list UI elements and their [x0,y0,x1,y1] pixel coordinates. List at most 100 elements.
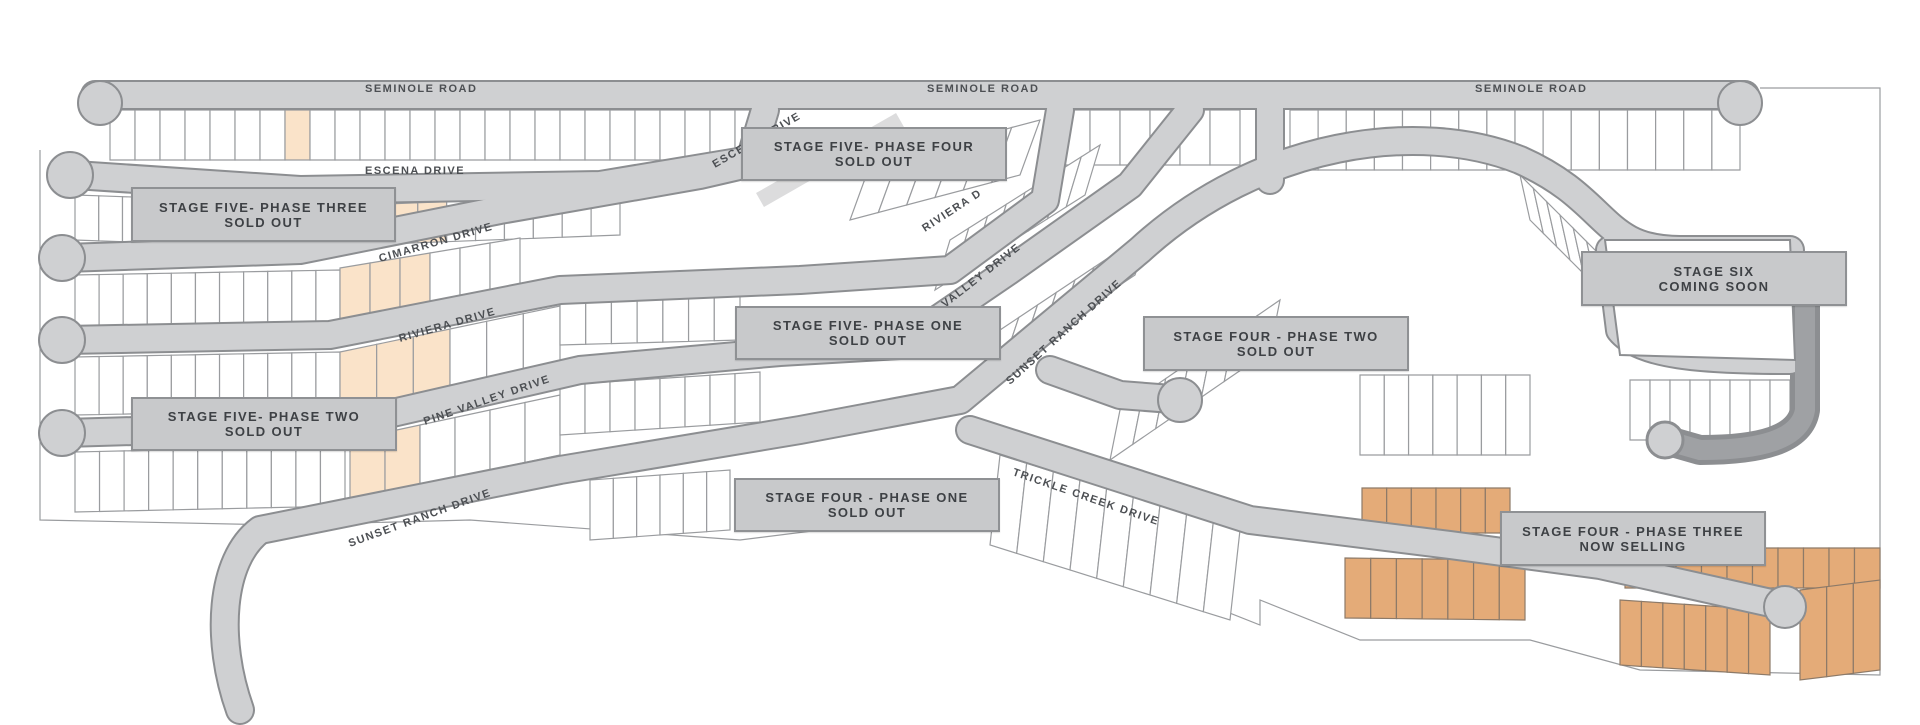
lot [584,381,611,435]
road-label-seminole-center: SEMINOLE ROAD [927,83,1039,95]
lot [1655,109,1685,171]
lot [197,448,223,510]
stage-title: STAGE FIVE- PHASE TWO [167,409,361,424]
lot [584,109,611,161]
lot [172,448,199,511]
lot [376,335,414,404]
lot [636,296,664,344]
lot [636,474,661,538]
stage-title: STAGE FIVE- PHASE ONE [772,318,964,333]
lot [1359,374,1385,456]
lot [1435,487,1462,534]
lot [1802,547,1830,589]
lot [1407,374,1434,456]
lot [709,372,736,426]
lot [184,109,211,161]
lot [246,447,272,509]
lot [1570,109,1600,171]
stage-status: SOLD OUT [224,424,304,439]
lot [1432,374,1458,456]
lot [1683,109,1713,171]
lot [489,401,526,471]
lot [1662,602,1685,670]
lot [159,109,186,161]
stage-status: SOLD OUT [828,333,908,348]
lot [609,109,636,161]
lot [1709,379,1731,441]
lot [1505,374,1531,456]
lot [270,446,297,509]
stage-status: SOLD OUT [224,214,303,230]
lot [98,195,124,243]
lot [409,109,436,161]
lot [1447,558,1475,621]
lot [334,109,361,161]
lot [234,109,261,161]
stage-five-phase-two-badge[interactable]: STAGE FIVE- PHASE TWO SOLD OUT [131,397,397,451]
lot [687,295,715,343]
lot [148,449,174,511]
stage-title: STAGE FIVE- PHASE THREE [159,199,368,215]
lot [1852,579,1881,675]
stage-four-phase-three-badge[interactable]: STAGE FOUR - PHASE THREE NOW SELLING [1500,511,1766,566]
lot [284,109,311,161]
lot [1726,606,1750,675]
lot [1619,599,1643,668]
lot [609,379,636,433]
stage-status: SOLD OUT [827,505,907,520]
lot [295,445,322,508]
lot [1689,379,1711,441]
lot [98,450,125,513]
lot [585,297,613,345]
stage-four-phase-one-badge[interactable]: STAGE FOUR - PHASE ONE SOLD OUT [734,478,1000,532]
lot [659,376,686,430]
lot [659,109,686,161]
lot [1777,547,1805,589]
lot [1480,374,1507,456]
stage-title: STAGE FOUR - PHASE THREE [1522,523,1744,539]
lot [1344,557,1372,619]
lot [259,109,286,161]
lot [589,477,614,541]
lot [74,194,100,242]
lot [1209,109,1241,166]
lot [309,109,336,161]
lot [209,109,236,161]
lot [634,109,661,161]
lot [384,109,411,161]
lot [1421,558,1449,620]
stage-status: SOLD OUT [1236,343,1316,359]
stage-title: STAGE FOUR - PHASE ONE [765,490,969,505]
lot [559,109,586,161]
lot [662,295,690,343]
lot [221,447,248,510]
lot [659,472,684,536]
lot [434,109,461,161]
lot [454,409,491,479]
lot [1828,547,1856,589]
lot [1460,487,1486,534]
stage-four-phase-two-badge[interactable]: STAGE FOUR - PHASE TWO SOLD OUT [1143,316,1409,371]
lot [74,355,100,416]
lot [1598,109,1629,171]
stage-title: STAGE FOUR - PHASE TWO [1173,328,1379,344]
lot [134,109,161,161]
stage-six-badge[interactable]: STAGE SIX COMING SOON [1581,251,1847,306]
lot [524,394,561,464]
lot [1472,558,1500,621]
lot [319,445,346,508]
lot [684,374,711,428]
lot [359,109,386,161]
lot [98,355,124,416]
lot [1370,557,1398,620]
lot [1626,109,1657,171]
lot [706,469,731,533]
stage-five-phase-one-badge[interactable]: STAGE FIVE- PHASE ONE SOLD OUT [735,306,1001,360]
stage-five-phase-four-badge[interactable]: STAGE FIVE- PHASE FOUR SOLD OUT [741,127,1007,181]
stage-five-phase-three-badge[interactable]: STAGE FIVE- PHASE THREE SOLD OUT [131,187,396,242]
lot [1456,374,1483,456]
lot [612,476,638,539]
lot [1683,603,1707,672]
lot [74,450,101,513]
lot [123,449,150,512]
